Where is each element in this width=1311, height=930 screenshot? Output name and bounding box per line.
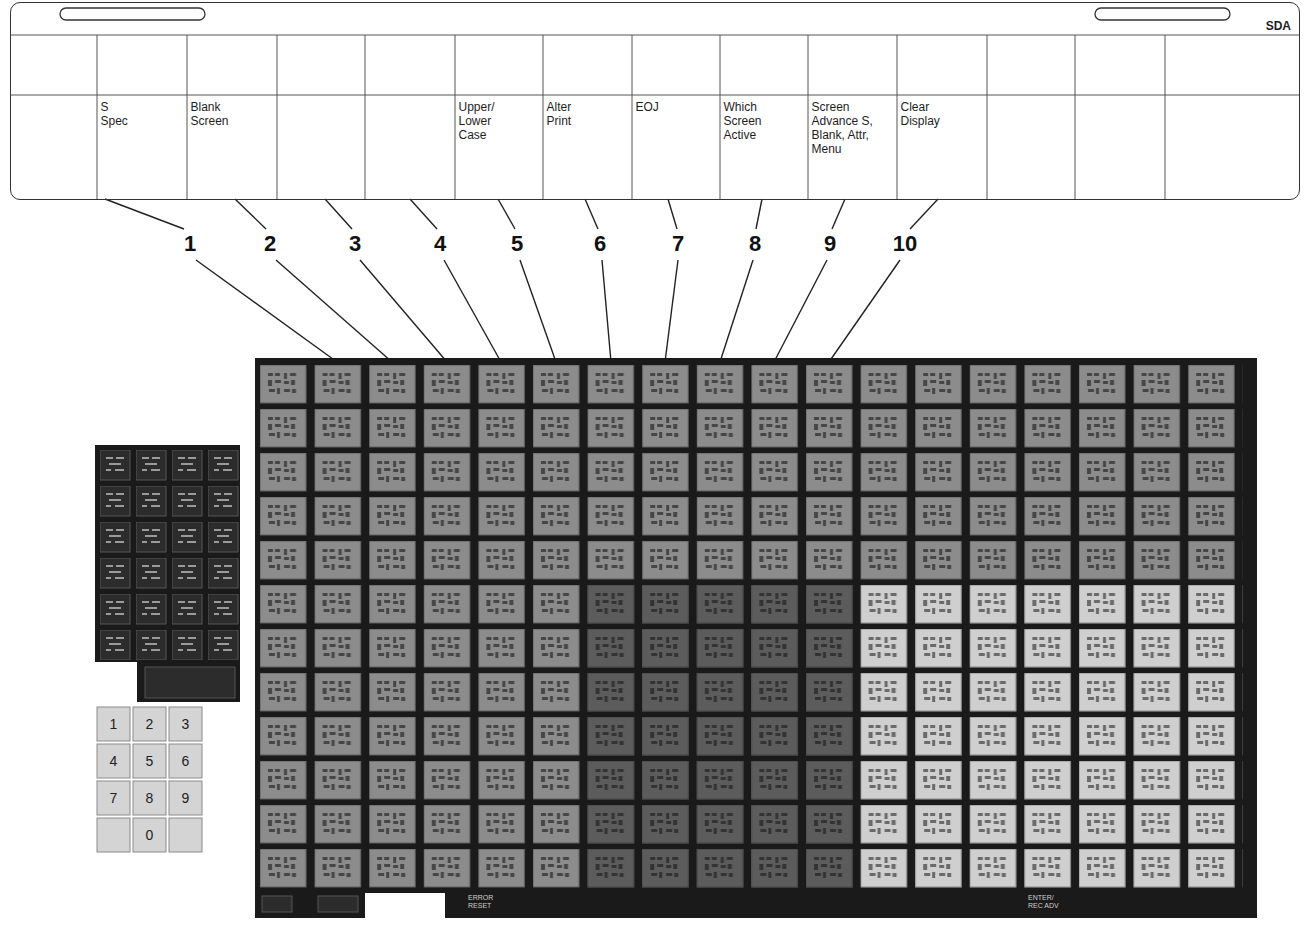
template-cell: Screen Advance S, Blank, Attr, Menu [808,95,897,199]
key-grid [100,450,240,660]
key-function-label: Which Screen Active [724,100,786,142]
template-cell: Upper/ Lower Case [455,95,543,199]
template-cell: Which Screen Active [720,95,808,199]
keyboard-template: SDA S Spec Blank Screen Upper/ Lower Case Al… [10,2,1300,200]
label-anchor: 4 [97,753,130,769]
label-anchor: 0 [133,827,166,843]
label-anchor: 5 [501,231,533,257]
control-keypad [95,445,240,702]
key-function-label: Clear Display [901,100,963,128]
key-function-label: S Spec [101,100,131,128]
key-legend: ENTER/ REC ADV [1028,894,1068,910]
label-anchor: 6 [169,753,202,769]
label-anchor: 8 [739,231,771,257]
function-key [262,896,292,912]
label-anchor: 3 [339,231,371,257]
keyboard-panel [255,358,1257,918]
key-legend: 5 [133,753,166,769]
key-function-label: Upper/ Lower Case [459,100,521,142]
label-anchor: 8 [133,790,166,806]
callout-number: 1 [174,231,206,257]
label-anchor: 5 [133,753,166,769]
key-legend: 0 [133,827,166,843]
label-anchor: 2 [254,231,286,257]
label-anchor: 9 [814,231,846,257]
callout-number: 9 [814,231,846,257]
key-legend: 4 [97,753,130,769]
callout-number: 5 [501,231,533,257]
callout-number: 3 [339,231,371,257]
label-anchor: 6 [584,231,616,257]
template-slot [1095,8,1230,20]
label-anchor: 9 [169,790,202,806]
key-legend: 1 [97,716,130,732]
template-cell: S Spec [97,95,187,199]
key-legend: 6 [169,753,202,769]
label-anchor: 10 [889,231,921,257]
numeric-keypad [97,707,202,852]
label-anchor: ENTER/ REC ADV [1028,894,1068,910]
key-function-label: Alter Print [547,100,592,128]
template-slot [60,8,205,20]
key-legend: 7 [97,790,130,806]
label-anchor: 3 [169,716,202,732]
key-legend: 3 [169,716,202,732]
key-legend: 8 [133,790,166,806]
label-anchor: 4 [424,231,456,257]
callout-number: 6 [584,231,616,257]
callout-number: 4 [424,231,456,257]
template-grid [11,35,1299,199]
label-anchor: 2 [133,716,166,732]
key-grid [861,585,1243,893]
template-cell: Clear Display [897,95,987,199]
key-legend: 2 [133,716,166,732]
label-anchor: 1 [174,231,206,257]
label-anchor: 7 [662,231,694,257]
key-grid [588,585,861,893]
leader-line [105,199,938,362]
callout-number: 2 [254,231,286,257]
template-cell: EOJ [632,95,720,199]
template-cell: Alter Print [543,95,632,199]
label-anchor: ERROR RESET [468,894,508,910]
function-key [318,896,358,912]
function-key [145,667,235,698]
key-function-label: Blank Screen [191,100,253,128]
label-anchor: 7 [97,790,130,806]
key-function-label: Screen Advance S, Blank, Attr, Menu [812,100,874,156]
callout-number: 8 [739,231,771,257]
template-cell: Blank Screen [187,95,277,199]
key-grid [260,365,1243,893]
key-legend: 9 [169,790,202,806]
callout-number: 10 [889,231,921,257]
template-title: SDA [1266,19,1291,33]
label-anchor: 1 [97,716,130,732]
key-function-label: EOJ [636,100,698,114]
callout-number: 7 [662,231,694,257]
key-legend: ERROR RESET [468,894,508,910]
